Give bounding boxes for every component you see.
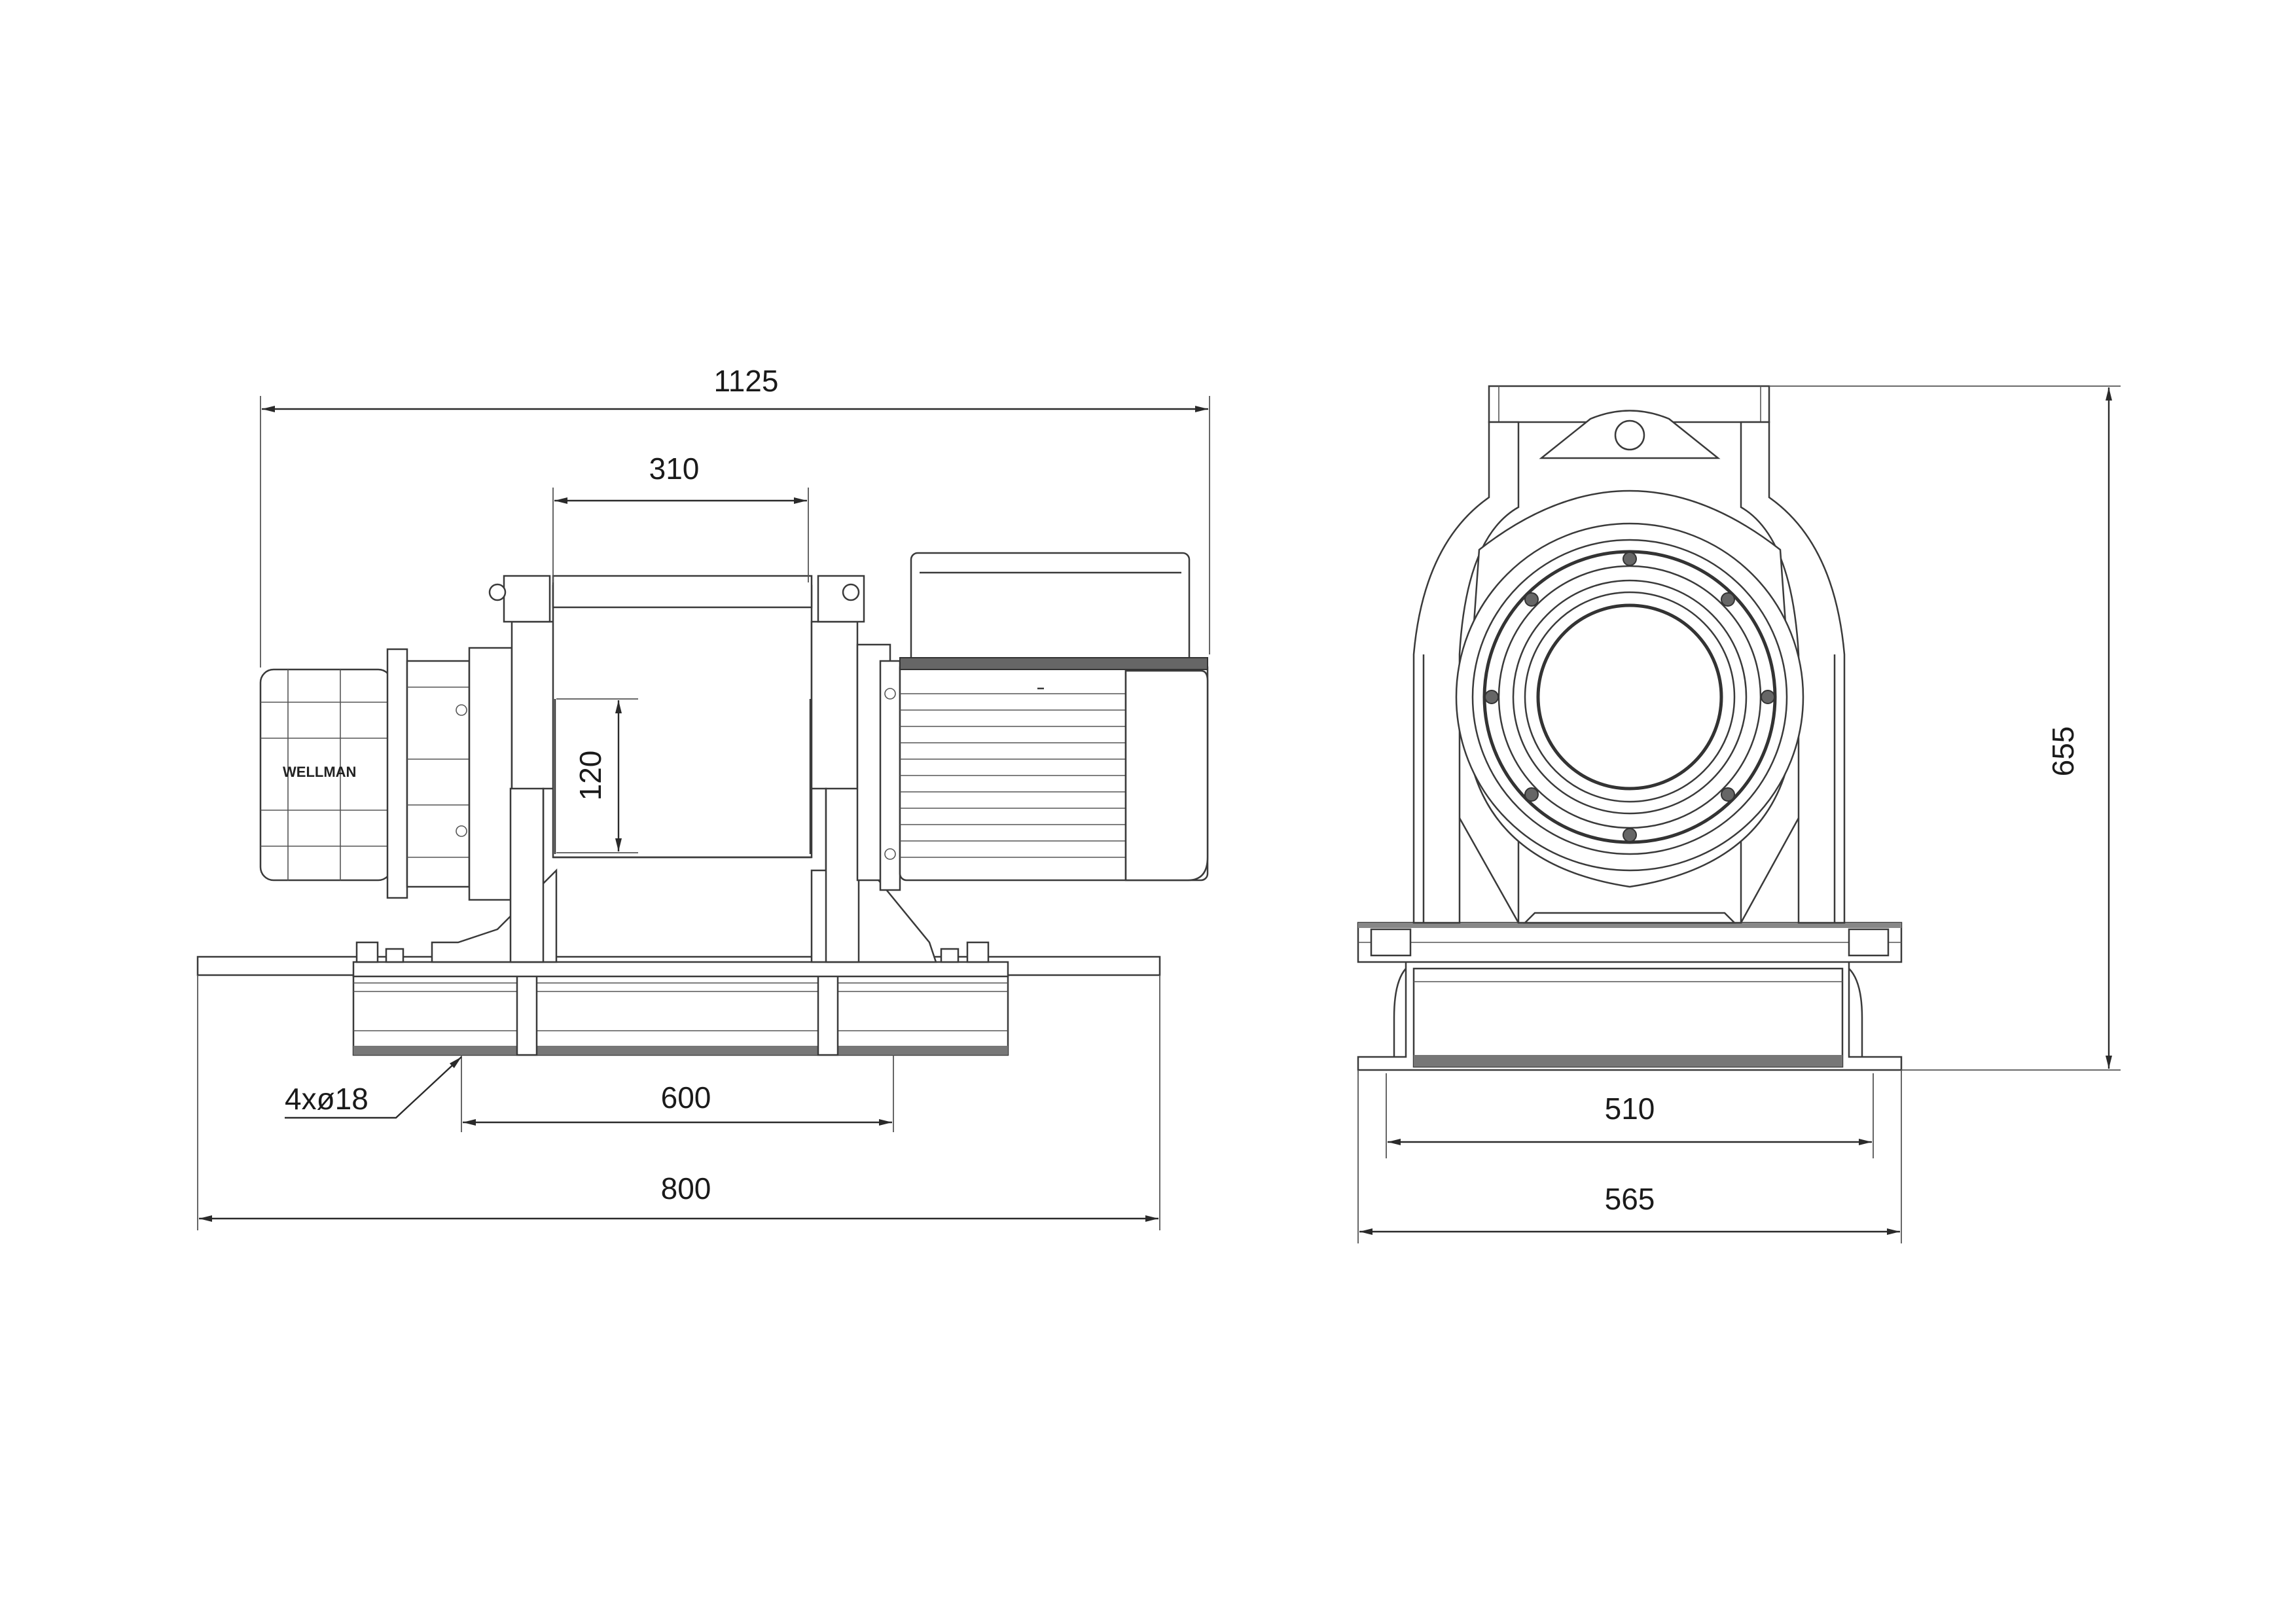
dim-drum-diameter: 120 [556, 698, 638, 853]
drum-support-left [431, 575, 558, 963]
base-channel [352, 964, 1009, 1056]
terminal-box [910, 552, 1191, 666]
dim-overall-length: 1125 [260, 364, 1210, 668]
dim-front-base-width: 565 [1357, 1070, 1902, 1243]
svg-text:565: 565 [1605, 1182, 1655, 1216]
dim-base-length: 800 [197, 975, 1160, 1230]
side-view: WELLMAN [196, 364, 1210, 1230]
svg-text:1125: 1125 [714, 364, 779, 398]
bolt-circle [1484, 552, 1775, 842]
dim-bolt-spacing: 600 [461, 1055, 894, 1132]
front-base [1357, 948, 1903, 1071]
drum-housing [1455, 490, 1804, 888]
dim-drum-length: 310 [552, 452, 809, 582]
base-bolt-right [940, 941, 990, 963]
motor [879, 552, 1209, 891]
dim-front-bolt-spacing: 510 [1386, 1073, 1874, 1158]
svg-text:600: 600 [661, 1080, 711, 1115]
dim-holes: 4xø18 [285, 1056, 462, 1119]
brand-label: WELLMAN [283, 764, 356, 780]
svg-text:800: 800 [661, 1171, 711, 1205]
dim-overall-height: 655 [1769, 385, 2121, 1071]
foot-plate [1357, 921, 1903, 963]
drum [552, 575, 813, 859]
motor-fins [900, 693, 1126, 858]
svg-text:4xø18: 4xø18 [285, 1082, 368, 1116]
base-bolt-left [355, 941, 404, 963]
lifting-eye [1539, 410, 1721, 459]
drum-support-right [810, 575, 937, 963]
front-view: 510 565 655 [1357, 385, 2121, 1243]
svg-text:655: 655 [2046, 726, 2080, 777]
svg-text:310: 310 [649, 452, 700, 486]
svg-text:510: 510 [1605, 1092, 1655, 1126]
gearbox: WELLMAN [259, 647, 513, 901]
svg-text:120: 120 [573, 751, 607, 801]
